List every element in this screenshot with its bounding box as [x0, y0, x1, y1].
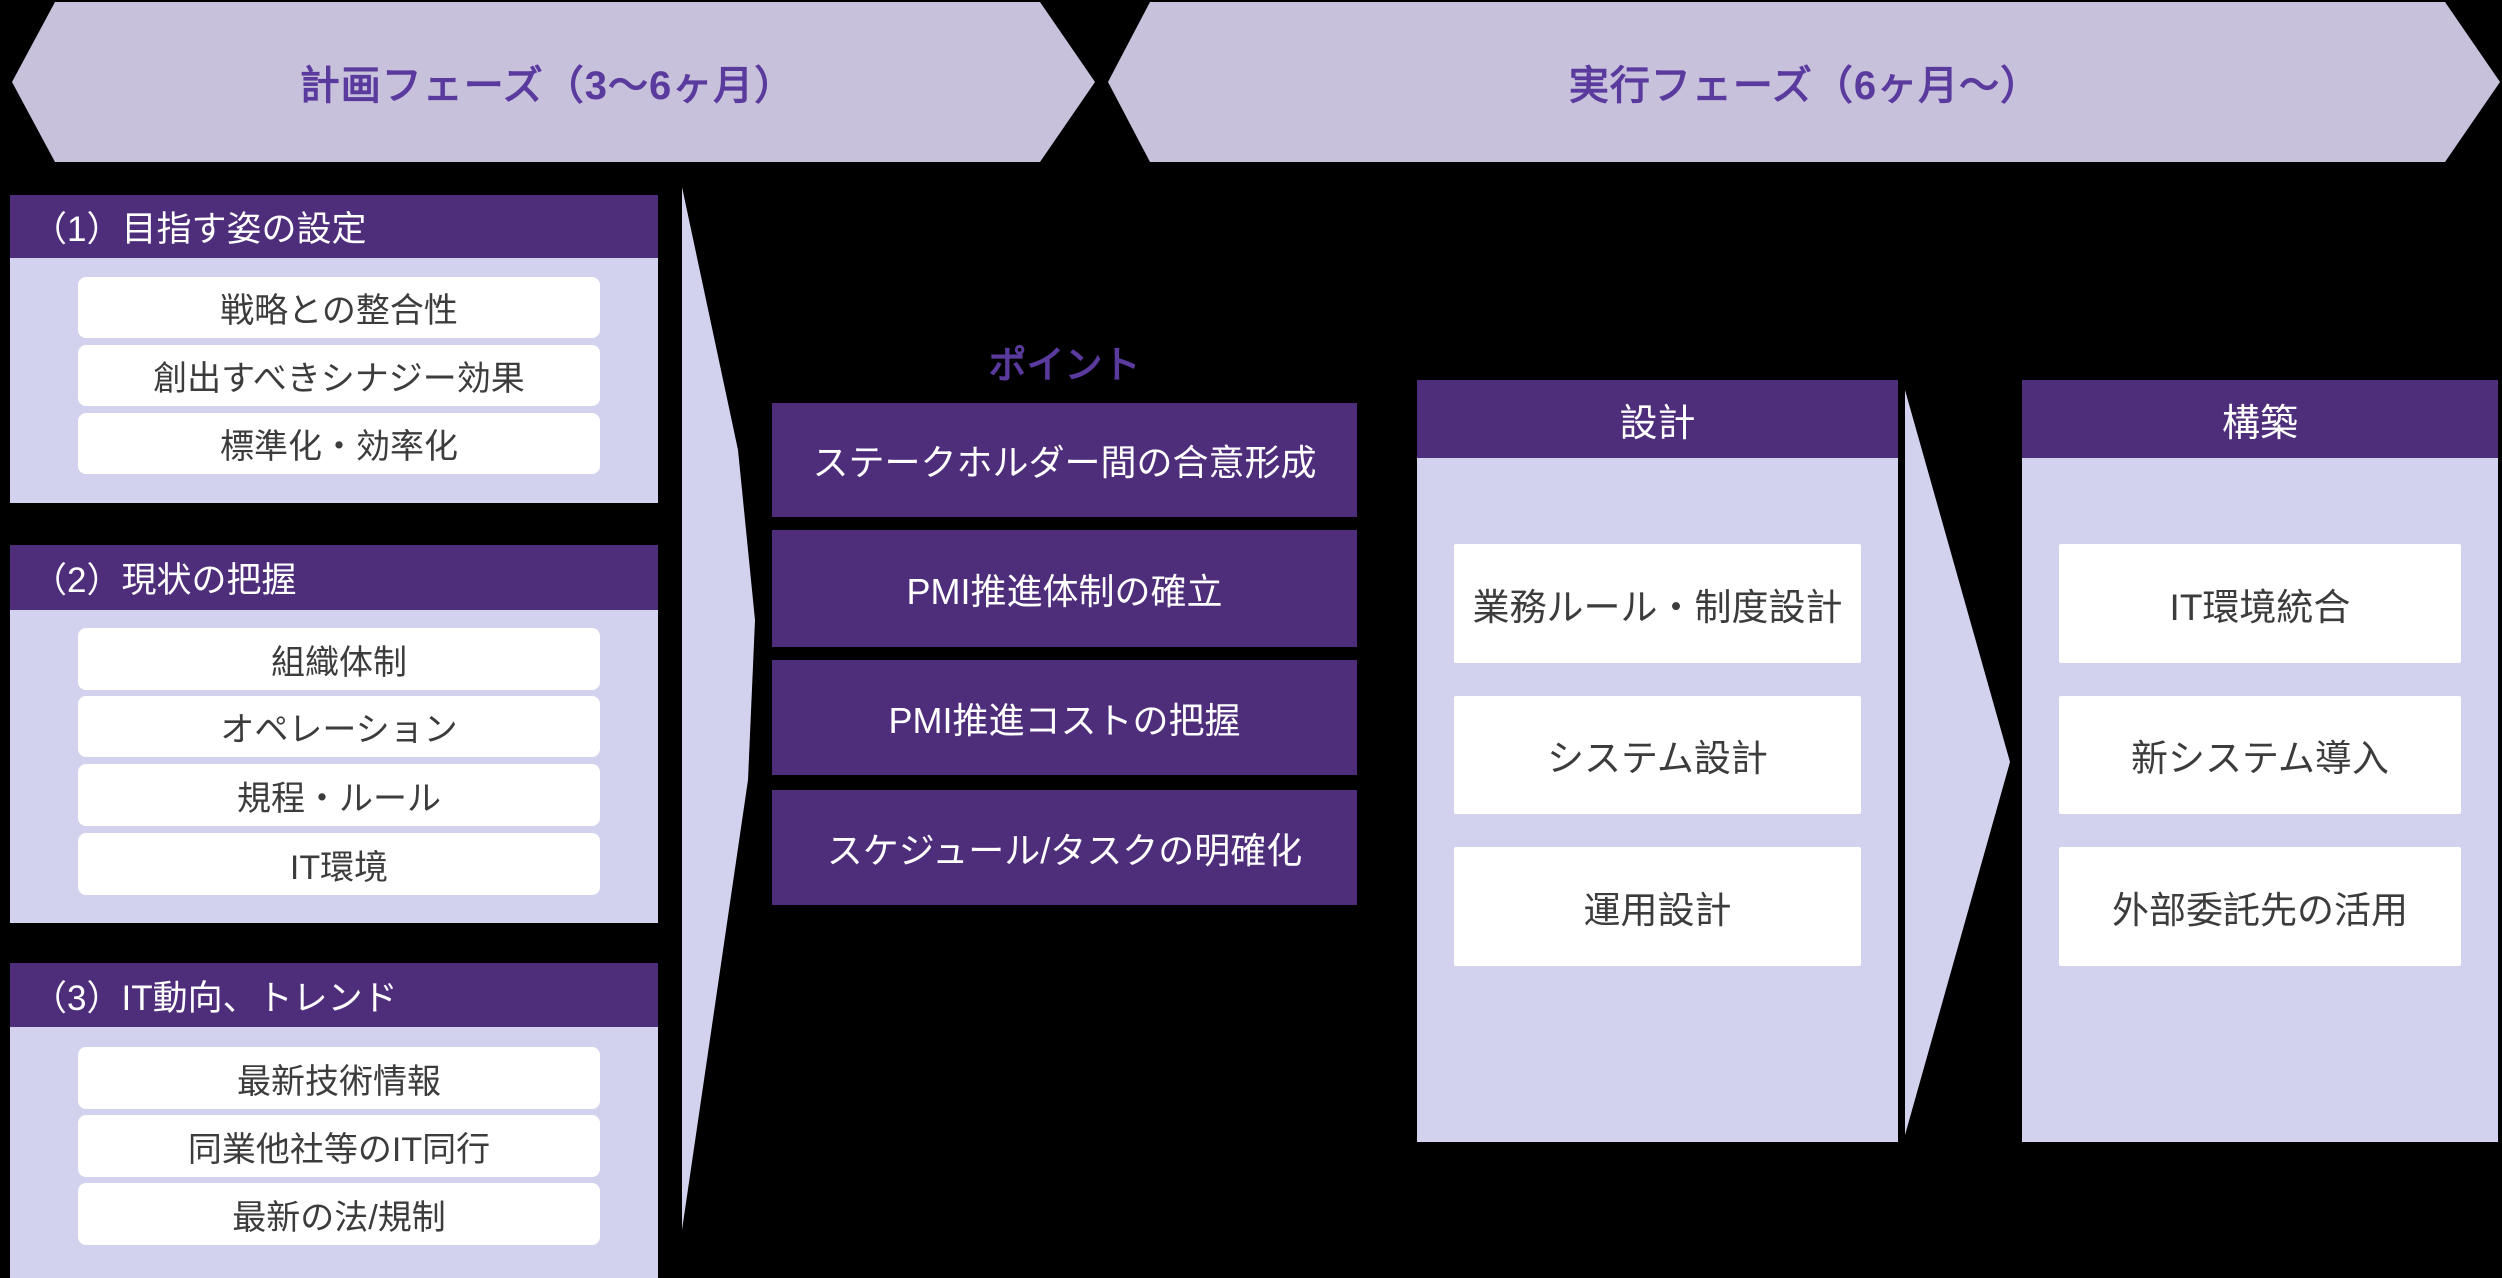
planning-phase-label: 計画フェーズ（3～6ヶ月） [299, 64, 796, 108]
execution-phase-banner: 実行フェーズ（6ヶ月～） [1108, 2, 2500, 162]
section2-item: 組織体制 [78, 628, 600, 690]
planning-phase-banner: 計画フェーズ（3～6ヶ月） [12, 2, 1095, 162]
design-item: 運用設計 [1454, 847, 1861, 966]
design-item: 業務ルール・制度設計 [1454, 544, 1861, 663]
section3-header: （3）IT動向、トレンド [10, 963, 658, 1027]
point-box: PMI推進コストの把握 [772, 660, 1357, 775]
design-column-header: 設計 [1417, 380, 1898, 458]
section1-item: 戦略との整合性 [78, 277, 600, 338]
section2-item: IT環境 [78, 833, 600, 895]
execution-phase-label: 実行フェーズ（6ヶ月～） [1568, 64, 2042, 108]
point-box: スケジュール/タスクの明確化 [772, 790, 1357, 905]
section1-item: 標準化・効率化 [78, 413, 600, 474]
section2-header: （2）現状の把握 [10, 545, 658, 610]
section1-title: （1）目指す姿の設定 [32, 210, 367, 249]
section3-item: 最新の法/規制 [78, 1183, 600, 1245]
section2-item: オペレーション [78, 696, 600, 757]
point-box: PMI推進体制の確立 [772, 530, 1357, 647]
build-column-header: 構築 [2022, 380, 2498, 458]
design-to-build-arrow-icon [1905, 390, 2010, 1135]
section1-item: 創出すべきシナジー効果 [78, 345, 600, 406]
section3-item: 同業他社等のIT同行 [78, 1115, 600, 1177]
section1-header: （1）目指す姿の設定 [10, 195, 658, 258]
section3-item: 最新技術情報 [78, 1047, 600, 1109]
section2-title: （2）現状の把握 [32, 561, 297, 600]
build-item: IT環境統合 [2059, 544, 2461, 663]
design-item: システム設計 [1454, 696, 1861, 814]
build-item: 新システム導入 [2059, 696, 2461, 814]
points-title: ポイント [988, 344, 1141, 387]
build-item: 外部委託先の活用 [2059, 847, 2461, 966]
flow-arrow-icon [682, 187, 755, 1230]
section3-title: （3）IT動向、トレンド [32, 978, 398, 1018]
point-box: ステークホルダー間の合意形成 [772, 403, 1357, 517]
section2-item: 規程・ルール [78, 764, 600, 826]
